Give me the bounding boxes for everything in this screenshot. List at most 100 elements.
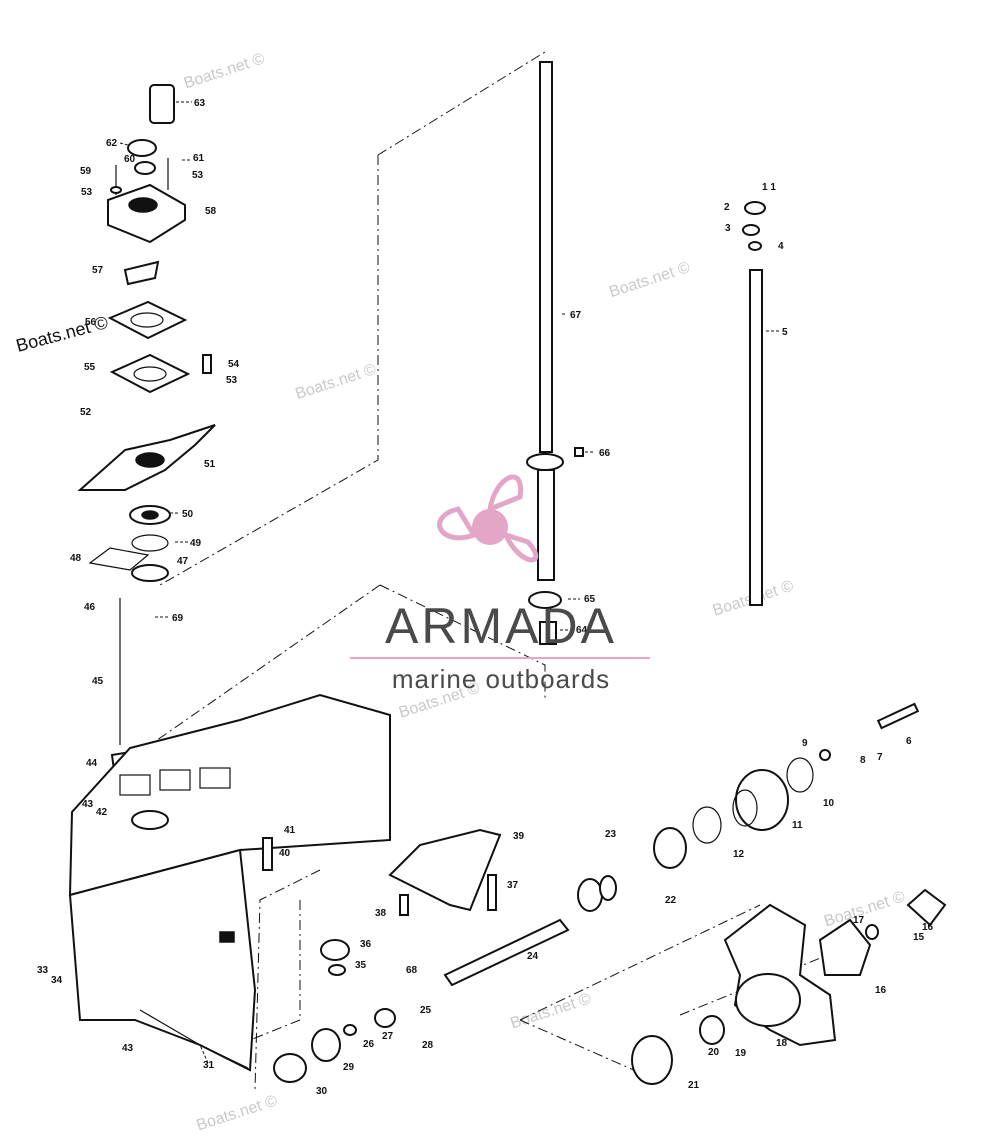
part-38 xyxy=(399,894,409,916)
brand-tagline: marine outboards xyxy=(391,664,611,694)
callout: 67 xyxy=(570,310,582,321)
part-37 xyxy=(487,874,497,911)
callout: 2 xyxy=(724,202,730,213)
callout: 38 xyxy=(375,908,387,919)
callout: 40 xyxy=(279,848,291,859)
part-26 xyxy=(343,1024,357,1036)
callout: 42 xyxy=(96,807,108,818)
callout: 9 xyxy=(802,738,808,749)
watermark: Boats.net © xyxy=(508,990,593,1032)
part-54 xyxy=(202,354,212,374)
callout: 58 xyxy=(205,206,217,217)
part-39 xyxy=(388,828,502,912)
callout: 16 xyxy=(922,922,934,933)
callout: 62 xyxy=(106,138,118,149)
callout: 26 xyxy=(363,1039,375,1050)
callout: 15 xyxy=(913,932,925,943)
callout: 68 xyxy=(406,965,418,976)
callout: 11 xyxy=(792,820,803,831)
callout: 61 xyxy=(193,153,205,164)
callout: 69 xyxy=(172,613,184,624)
part-27 xyxy=(374,1008,396,1028)
callouts: 1 1 2 3 4 5 6 7 8 9 10 11 12 15 16 16 17… xyxy=(37,98,934,1097)
part-60 xyxy=(134,161,156,175)
callout: 20 xyxy=(708,1047,720,1058)
callout: 53 xyxy=(226,375,238,386)
watermark: Boats.net © xyxy=(194,1092,279,1134)
callout: 10 xyxy=(823,798,835,809)
callout: 33 xyxy=(37,965,49,976)
part-16 xyxy=(818,918,872,976)
part-19 xyxy=(699,1015,725,1045)
callout: 17 xyxy=(853,915,865,926)
part-2 xyxy=(744,201,766,215)
propeller-assembly xyxy=(723,888,947,1047)
part-47 xyxy=(131,564,169,582)
part-58 xyxy=(107,183,186,244)
watermark: Boats.net © xyxy=(182,50,267,92)
callout: 24 xyxy=(527,951,539,962)
part-3 xyxy=(742,224,760,236)
callout: 43 xyxy=(82,799,94,810)
callout: 22 xyxy=(665,895,677,906)
callout: 25 xyxy=(420,1005,432,1016)
callout: 63 xyxy=(194,98,206,109)
brand-name: ARMADA xyxy=(385,598,617,654)
part-48 xyxy=(88,547,150,571)
part-35 xyxy=(328,964,346,976)
drive-shaft-assembly xyxy=(526,61,584,645)
part-5 xyxy=(749,269,763,606)
armada-logo-icon xyxy=(437,474,539,563)
callout: 44 xyxy=(86,758,98,769)
part-64 xyxy=(539,621,557,645)
callout: 65 xyxy=(584,594,596,605)
callout: 64 xyxy=(576,625,588,636)
callout: 1 1 xyxy=(762,182,776,193)
callout: 34 xyxy=(51,975,63,986)
part-40 xyxy=(262,837,273,871)
part-66 xyxy=(526,453,564,471)
callout: 60 xyxy=(124,154,136,165)
brand-divider xyxy=(350,657,650,659)
gear-parts xyxy=(273,702,920,1085)
part-15 xyxy=(906,888,947,927)
watermark: Boats.net © xyxy=(607,259,692,301)
callout: 48 xyxy=(70,553,82,564)
shift-shaft-assembly xyxy=(742,201,766,606)
part-55 xyxy=(109,353,191,394)
callout: 28 xyxy=(422,1040,434,1051)
part-12 xyxy=(692,806,722,844)
callout: 21 xyxy=(688,1080,700,1091)
part-49 xyxy=(131,534,169,552)
part-30 xyxy=(273,1053,307,1083)
callout: 53 xyxy=(192,170,204,181)
part-56 xyxy=(107,300,188,340)
part-62 xyxy=(127,139,157,157)
callout: 36 xyxy=(360,939,372,950)
part-11 xyxy=(735,769,789,831)
callout: 19 xyxy=(735,1048,747,1059)
callout: 55 xyxy=(84,362,96,373)
part-22 xyxy=(653,827,687,869)
callout: 12 xyxy=(733,849,745,860)
callout: 47 xyxy=(177,556,189,567)
callout: 27 xyxy=(382,1031,394,1042)
watermark: Boats.net © xyxy=(293,361,378,403)
callout: 51 xyxy=(204,459,216,470)
part-22-gear xyxy=(577,878,603,912)
callout: 52 xyxy=(80,407,92,418)
callout: 56 xyxy=(85,317,97,328)
callout: 6 xyxy=(906,736,912,747)
callout: 45 xyxy=(92,676,104,687)
part-65 xyxy=(528,591,562,609)
callout: 23 xyxy=(605,829,617,840)
callout: 31 xyxy=(203,1060,215,1071)
callout: 57 xyxy=(92,265,104,276)
part-4 xyxy=(748,241,762,251)
callout: 66 xyxy=(599,448,611,459)
callout: 29 xyxy=(343,1062,355,1073)
watermark: Boats.net © xyxy=(822,888,907,930)
part-9 xyxy=(819,749,831,761)
callout: 5 xyxy=(782,327,788,338)
